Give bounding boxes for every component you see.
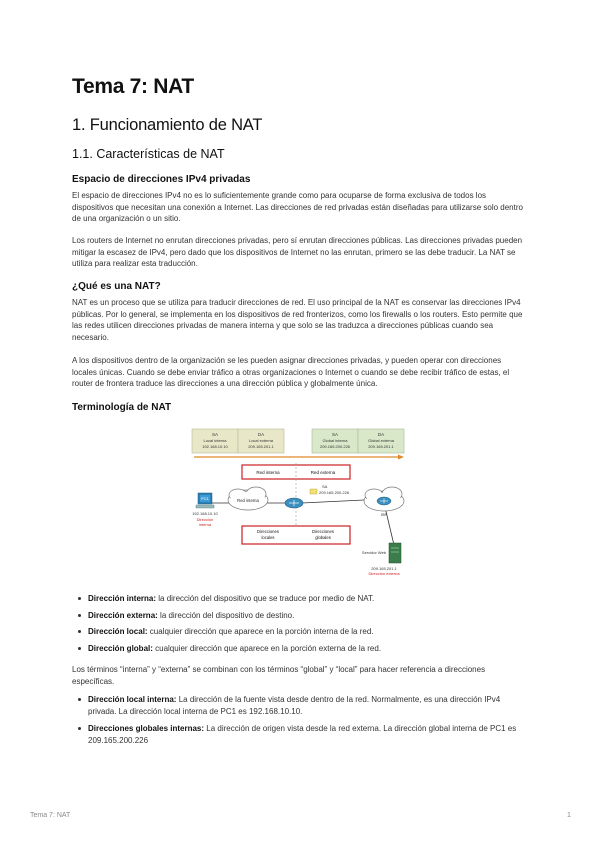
pc1-icon bbox=[195, 492, 215, 509]
da-left-ip: 209.165.201.1 bbox=[248, 444, 274, 449]
packet-icon bbox=[309, 488, 318, 495]
dir-globales-1: Direcciones bbox=[312, 529, 334, 534]
direcciones-box bbox=[241, 525, 351, 545]
da-outside-global-box bbox=[357, 428, 405, 454]
list-item: Dirección local interna: La dirección de… bbox=[72, 694, 528, 717]
red-interna-label: Red interna bbox=[256, 470, 280, 475]
da-left-label: DA bbox=[258, 432, 264, 437]
border-router-icon bbox=[284, 497, 304, 509]
sa-left-ip: 192.168.10.10 bbox=[202, 444, 228, 449]
isp-label: ISP bbox=[381, 512, 388, 517]
da-outside-local-box bbox=[237, 428, 285, 454]
paragraph-4: A los dispositivos dentro de la organiza… bbox=[72, 356, 510, 389]
page-title: Tema 7: NAT bbox=[72, 75, 194, 98]
paragraph-3: NAT es un proceso que se utiliza para tr… bbox=[72, 298, 523, 342]
dir-locales-1: Direcciones bbox=[257, 529, 279, 534]
heading-terminologia: Terminología de NAT bbox=[72, 402, 172, 413]
nat-terminology-diagram: SA Local interna 192.168.10.10 DA Local … bbox=[191, 428, 405, 576]
heading-espacio: Espacio de direcciones IPv4 privadas bbox=[72, 174, 251, 185]
sa-mid-ip: 209.165.200.226 bbox=[319, 490, 350, 495]
pc-name: PC1 bbox=[201, 496, 210, 501]
sa-right-sub: Global interna bbox=[323, 438, 349, 443]
isp-router-icon bbox=[376, 496, 392, 506]
server-caption: Dirección externa bbox=[368, 571, 400, 576]
da-right-sub: Global externa bbox=[368, 438, 395, 443]
da-right-ip: 209.165.201.1 bbox=[368, 444, 394, 449]
dir-globales-2: globales bbox=[315, 535, 331, 540]
da-left-sub: Local externa bbox=[249, 438, 274, 443]
heading-que-es-nat: ¿Qué es una NAT? bbox=[72, 281, 161, 292]
sa-mid-label: SA bbox=[322, 484, 328, 489]
list-item: Dirección global: cualquier dirección qu… bbox=[72, 643, 528, 655]
paragraph-2: Los routers de Internet no enrutan direc… bbox=[72, 236, 523, 269]
list-item: Dirección interna: la dirección del disp… bbox=[72, 593, 528, 605]
list-item: Direcciones globales internas: La direcc… bbox=[72, 723, 528, 746]
list-item: Dirección local: cualquier dirección que… bbox=[72, 626, 528, 638]
sa-left-sub: Local interna bbox=[204, 438, 228, 443]
subsection-heading: 1.1. Características de NAT bbox=[72, 147, 225, 161]
server-name: Servidor Web bbox=[362, 550, 387, 555]
sa-right-ip: 209.165.200.226 bbox=[320, 444, 351, 449]
paragraph-5: Los términos “interna” y “externa” se co… bbox=[72, 665, 486, 686]
bullet-list-1: Dirección interna: la dirección del disp… bbox=[72, 593, 528, 654]
cloud-interna-label: Red interna bbox=[237, 498, 259, 503]
sa-left-label: SA bbox=[212, 432, 218, 437]
sa-right-label: SA bbox=[332, 432, 338, 437]
dir-locales-2: locales bbox=[261, 535, 274, 540]
server-ip: 209.165.201.1 bbox=[371, 566, 397, 571]
bullet-list-2: Dirección local interna: La dirección de… bbox=[72, 694, 528, 746]
page-number: 1 bbox=[567, 812, 571, 819]
list-item: Dirección externa: la dirección del disp… bbox=[72, 610, 528, 622]
da-right-label: DA bbox=[378, 432, 384, 437]
pc-ip: 192.168.10.10 bbox=[192, 511, 218, 516]
traffic-arrow-head bbox=[398, 454, 404, 460]
red-interna-cloud: Red interna bbox=[227, 486, 269, 511]
sa-inside-global-box bbox=[311, 428, 359, 454]
sa-inside-local-box bbox=[191, 428, 239, 454]
red-externa-label: Red externa bbox=[311, 470, 336, 475]
pc-caption-2: interna bbox=[199, 522, 212, 527]
footer-title: Tema 7: NAT bbox=[30, 812, 71, 819]
pc-caption-1: Dirección bbox=[197, 517, 214, 522]
section-heading: 1. Funcionamiento de NAT bbox=[72, 116, 263, 134]
web-server-icon bbox=[388, 542, 402, 564]
paragraph-1: El espacio de direcciones IPv4 no es lo … bbox=[72, 191, 523, 224]
